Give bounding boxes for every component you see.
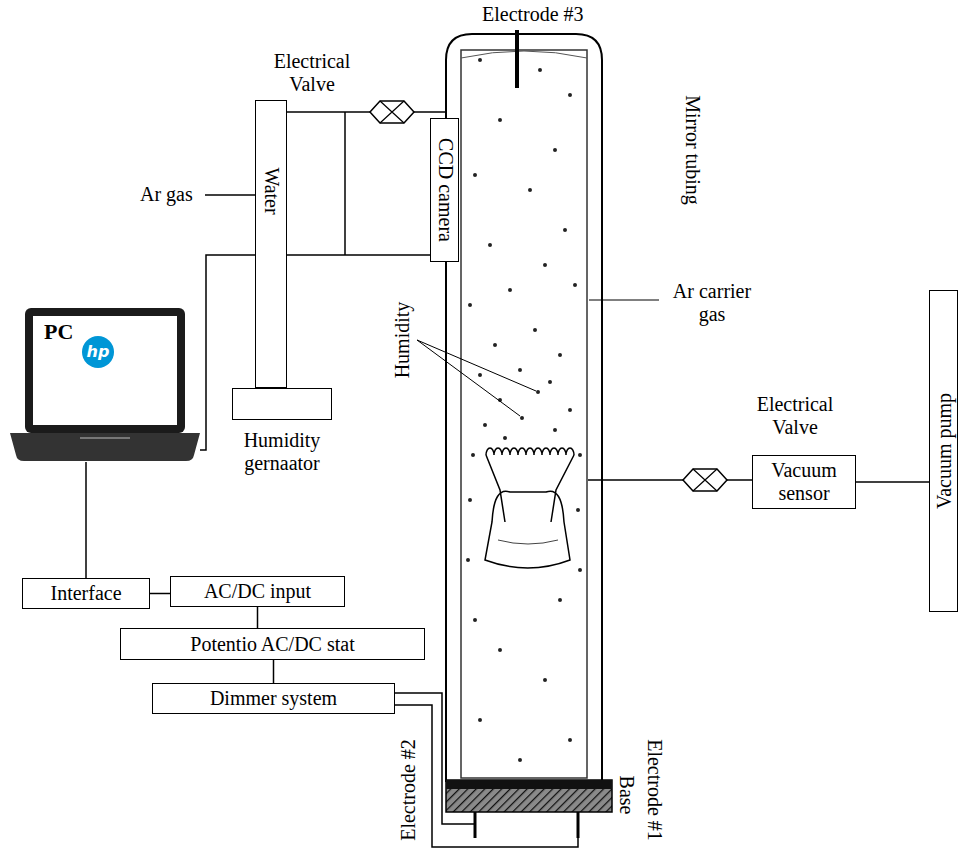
vacuum-pump-box: Vacuum pump [929,290,958,612]
leader-line [589,300,659,301]
connector-line [856,481,929,483]
electrode-label: Electrode #3 [482,3,584,26]
humidity-dots [466,58,582,762]
tube-base [446,780,612,812]
connector-line [200,255,430,450]
input-box: AC/DC input [170,576,345,607]
node-text: AC/DC input [200,580,315,603]
node-text: PC [44,319,73,344]
node-text: Humidity gernaator [222,429,342,475]
base-rim [446,780,612,789]
humidity-generator: Humidity gernaator [232,388,332,420]
node-text: Vacuum sensor [753,459,855,505]
valve-body [370,101,414,123]
gas-inlet-line [205,194,255,196]
valve-control-line [344,112,346,255]
brand-logo: hp [82,336,114,368]
mirror-tube [461,50,587,778]
tube-label: Mirror tubing [681,95,704,204]
node-text: Interface [46,582,125,605]
camera-box: CCD camera [430,118,459,262]
water-column: Water [255,100,287,388]
connector-line [257,607,259,628]
vacuum-line [727,479,752,481]
gas-line [287,111,370,113]
electrode-label: Electrode #2 [397,739,420,841]
valve-body [683,469,727,491]
humidity-label: Humidity [391,302,414,379]
pc-laptop: PC [10,305,200,462]
node-text: Vacuum pump [932,393,955,509]
gas-label: Ar gas [140,183,193,206]
interface-box: Interface [22,578,150,609]
connector-line [150,593,170,595]
top-electrode [515,30,519,88]
node-text: Potentio AC/DC stat [186,633,358,656]
node-text: Dimmer system [206,687,341,710]
vacuum-line [588,479,683,481]
electrode-pin [577,812,580,838]
node-text: CCD camera [433,138,456,242]
dimmer-wire [395,705,578,847]
node-text: Water [260,167,283,214]
dimmer-box: Dimmer system [152,683,395,714]
valve-cross [693,469,717,491]
electrode-label: Electrode #1 [643,739,666,841]
electrode-pin [474,812,477,838]
filament-coil [486,448,574,455]
stem-shading [498,540,558,544]
connector-line [85,462,87,578]
valve-symbol [370,101,414,123]
filament-supports [486,455,574,522]
valve-label: Electrical Valve [266,50,358,96]
potentiostat-box: Potentio AC/DC stat [120,628,425,660]
base-label: Base [615,776,638,815]
valve-symbol [683,469,727,491]
leader-line [417,340,520,416]
valve-cross [380,101,404,123]
gas-label: Ar carrier gas [664,280,760,326]
laptop-bezel [25,308,185,433]
gas-line [414,111,446,113]
laptop-base [10,433,200,461]
tube-top-edge [461,51,587,58]
laptop-screen [33,316,177,425]
valve-label: Electrical Valve [745,393,845,439]
vacuum-sensor-box: Vacuum sensor [752,455,856,509]
connector-line [273,660,275,683]
glass-stem [485,491,570,568]
laptop-hinge [80,437,130,439]
outer-tube [446,34,602,782]
